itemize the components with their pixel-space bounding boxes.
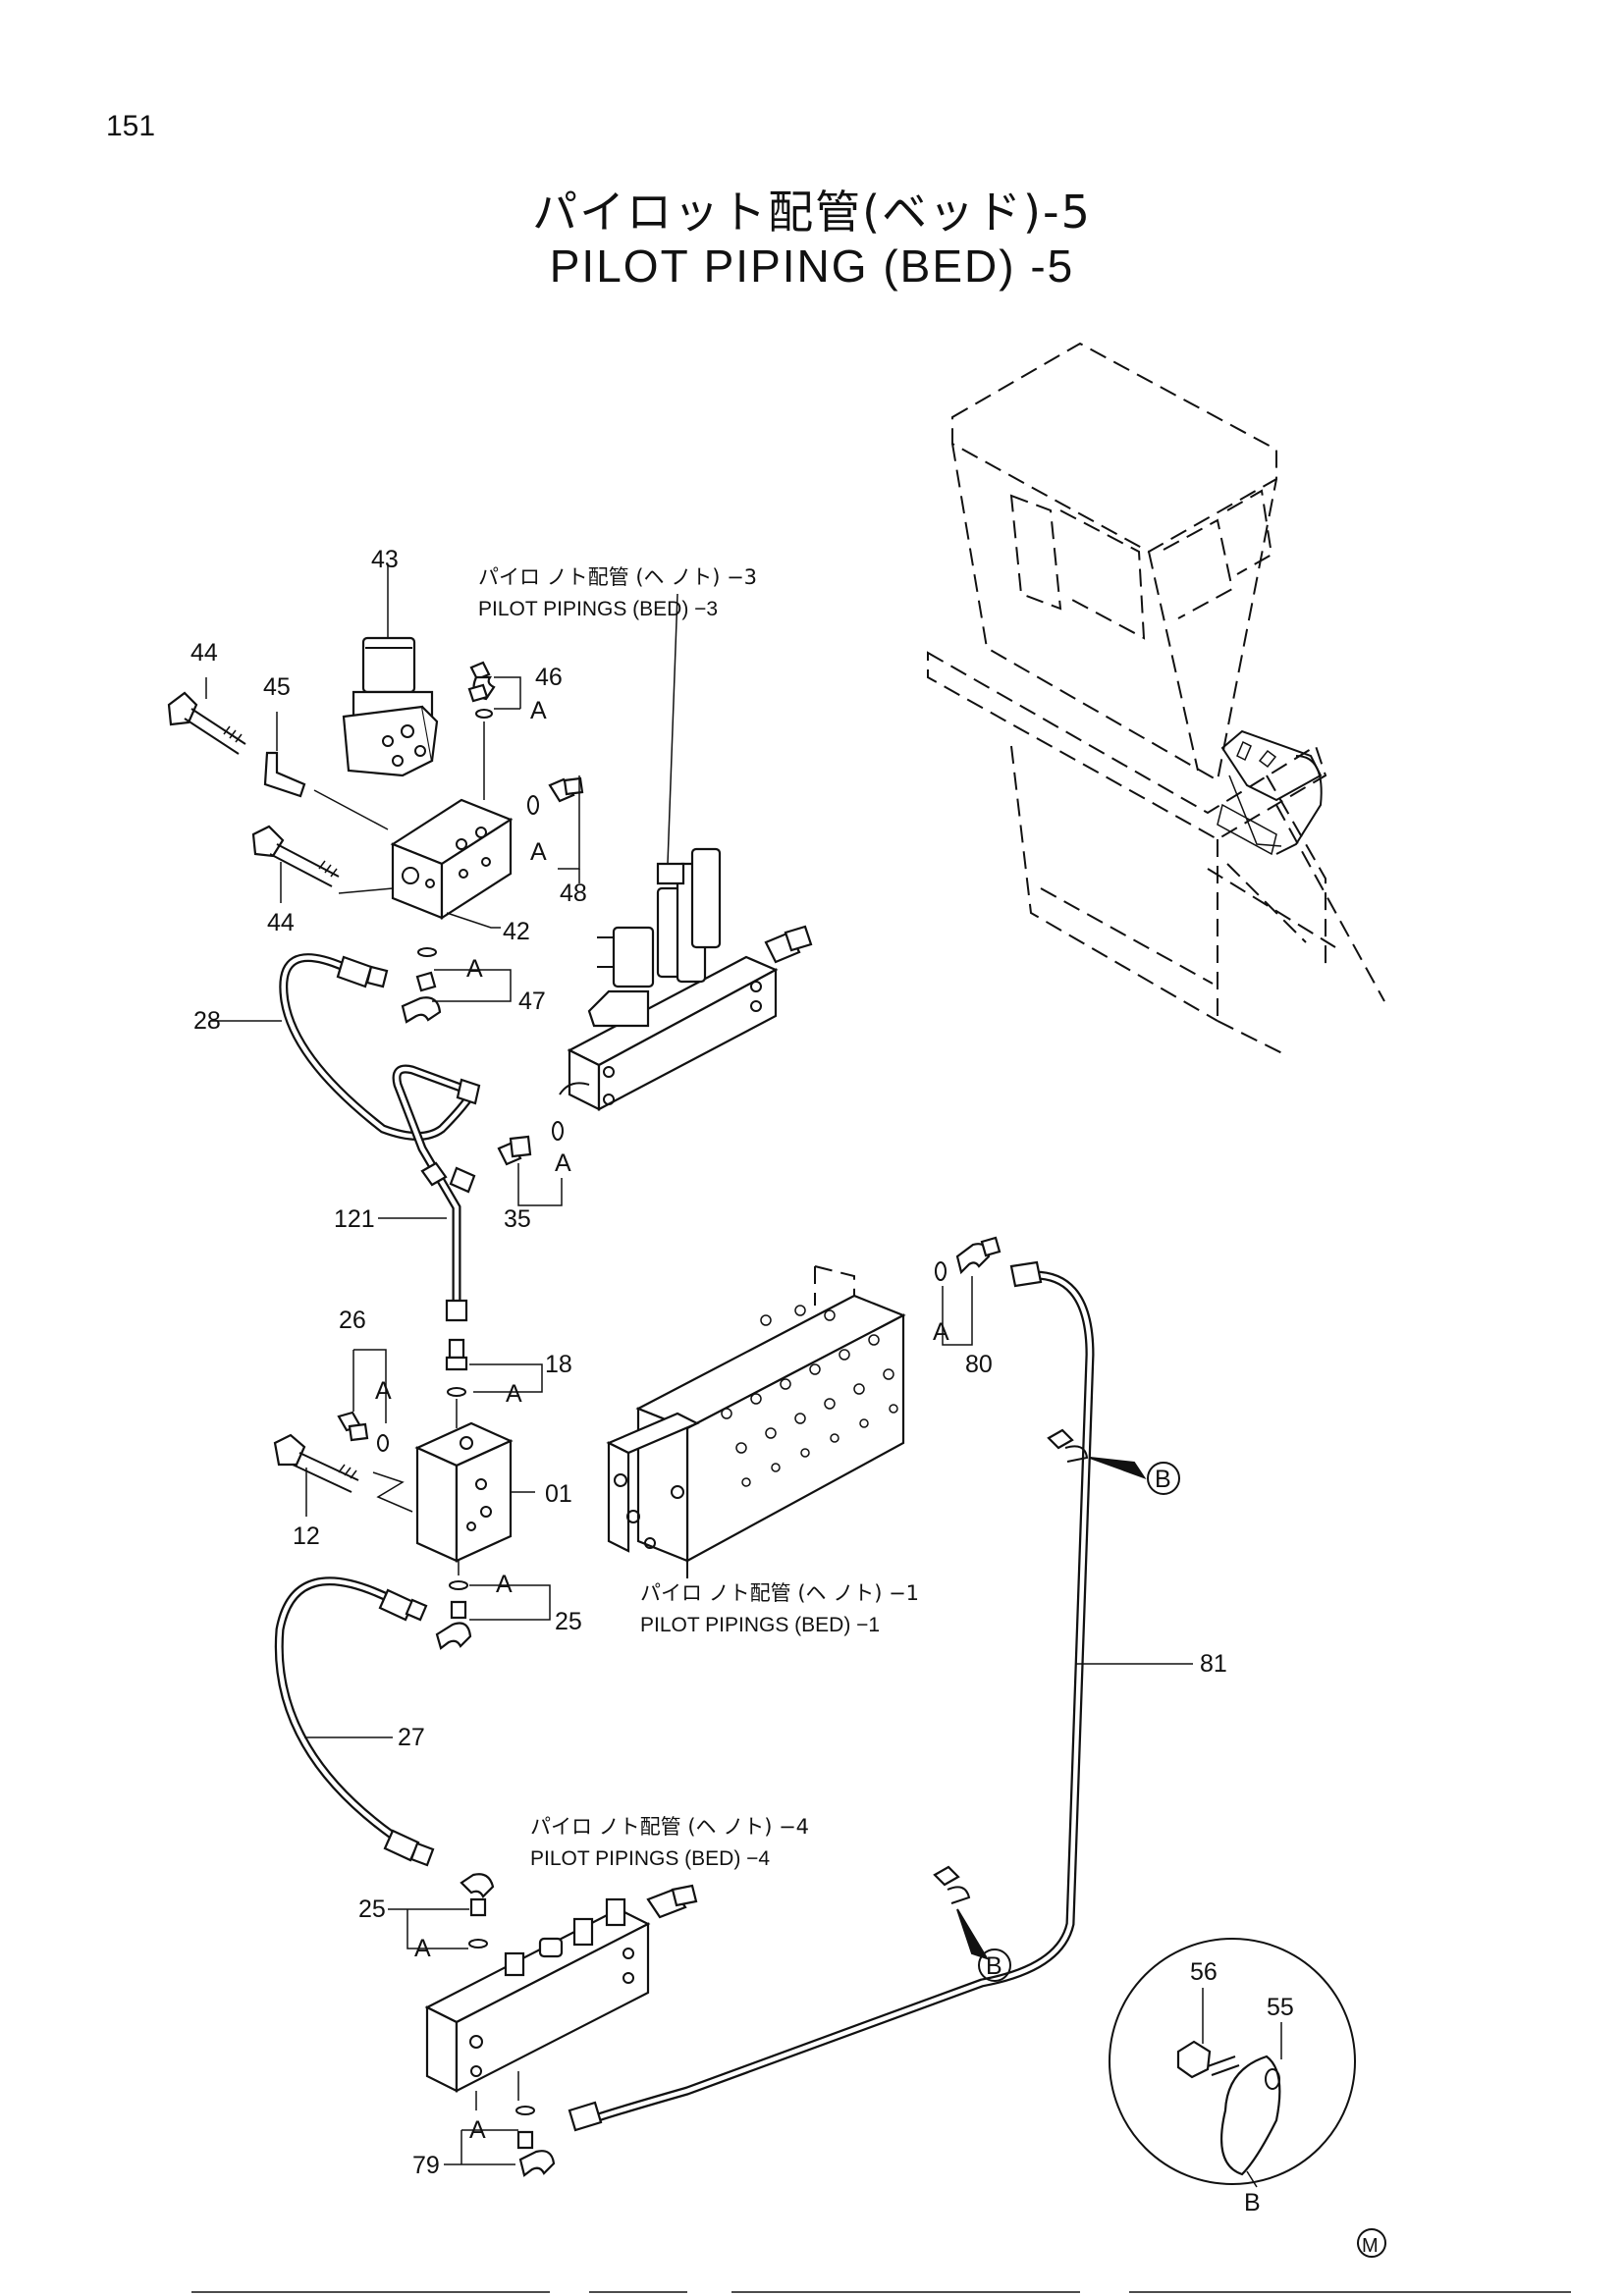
part-35-fitting [497,1121,564,1206]
part-label-44-lower: 44 [267,909,295,936]
part-label-42: 42 [503,918,530,945]
part-43-solenoid-valve [342,564,439,777]
part-26-plug [337,1349,389,1452]
part-label-18: 18 [545,1351,572,1378]
part-label-28: 28 [193,1007,221,1035]
part-label-56: 56 [1190,1958,1218,1986]
callout-a-46: A [530,697,547,724]
part-44-bolt-upper [167,677,246,755]
callout-a-35: A [555,1149,571,1177]
part-label-25-upper: 25 [555,1608,582,1635]
part-79-elbow-fitting [444,2071,556,2177]
part-label-27: 27 [398,1724,425,1751]
ref-1-english: PILOT PIPINGS (BED) −1 [640,1614,880,1636]
callout-a-80: A [933,1318,949,1346]
part-44-bolt-lower [251,825,340,903]
page-number: 151 [106,110,156,142]
detail-b-clamp [1109,1938,1356,2188]
title-japanese: パイロット配管(ベッド)-5 [532,186,1092,239]
part-label-81: 81 [1200,1650,1227,1678]
part-label-12: 12 [293,1522,320,1550]
valve-assembly-3 [559,593,813,1111]
control-valve-1 [606,1265,906,1580]
callout-a-26: A [375,1377,392,1405]
part-48-fitting [527,775,584,883]
part-label-55: 55 [1267,1994,1294,2021]
ref-4-japanese: パイロ ノト配管 (ヘ ノト) −4 [530,1815,809,1839]
part-label-79: 79 [412,2152,440,2179]
callout-a-79: A [469,2116,486,2144]
cab-outline [927,342,1385,1056]
part-25-elbow-upper [435,1561,551,1650]
m-mark-label: M [1362,2235,1379,2257]
callout-a-25-upper: A [496,1571,513,1598]
part-label-80: 80 [965,1351,993,1378]
callout-a-47: A [466,955,483,983]
ref-1-japanese: パイロ ノト配管 (ヘ ノト) −1 [640,1581,919,1605]
clamp-b-lower [933,1865,1011,1982]
part-28-hose [211,953,476,1141]
callout-a-18: A [506,1380,522,1408]
callout-a-48: A [530,838,547,866]
part-label-46: 46 [535,664,563,691]
title-english: PILOT PIPING (BED) -5 [549,240,1075,292]
clamp-b-upper [1047,1428,1180,1495]
part-label-26: 26 [339,1307,366,1334]
part-47-elbow-fitting [401,947,512,1024]
part-label-47: 47 [518,988,546,1015]
part-label-35: 35 [504,1205,531,1233]
callout-b-lower: B [986,1952,1002,1980]
part-18-fitting [445,1338,543,1428]
part-42-valve-block [313,789,514,929]
ref-4-english: PILOT PIPINGS (BED) −4 [530,1847,770,1870]
m-mark [1357,2228,1386,2258]
detail-b-label: B [1244,2189,1261,2216]
part-27-hose [274,1576,435,1867]
part-label-43: 43 [371,546,399,573]
callout-b-upper: B [1155,1466,1171,1493]
callout-a-25-lower: A [414,1935,431,1962]
part-01-valve-block [372,1421,535,1563]
part-12-bolt [273,1433,359,1517]
part-80-elbow-fitting [935,1236,1001,1346]
part-label-25-lower: 25 [358,1896,386,1923]
part-label-48: 48 [560,880,587,907]
part-label-45: 45 [263,673,291,701]
part-81-hose [568,1260,1193,2132]
part-46-elbow-fitting [467,661,521,800]
ref-3-japanese: パイロ ノト配管 (ヘ ノト) −3 [478,565,757,589]
part-label-01: 01 [545,1480,572,1508]
part-25-elbow-lower [388,1873,495,1949]
part-45-bracket [263,712,306,798]
ref-3-english: PILOT PIPINGS (BED) −3 [478,598,718,620]
part-label-44-upper: 44 [190,639,218,667]
part-121-tube [378,1064,481,1322]
valve-assembly-4 [424,1884,698,2110]
part-label-121: 121 [334,1205,375,1233]
